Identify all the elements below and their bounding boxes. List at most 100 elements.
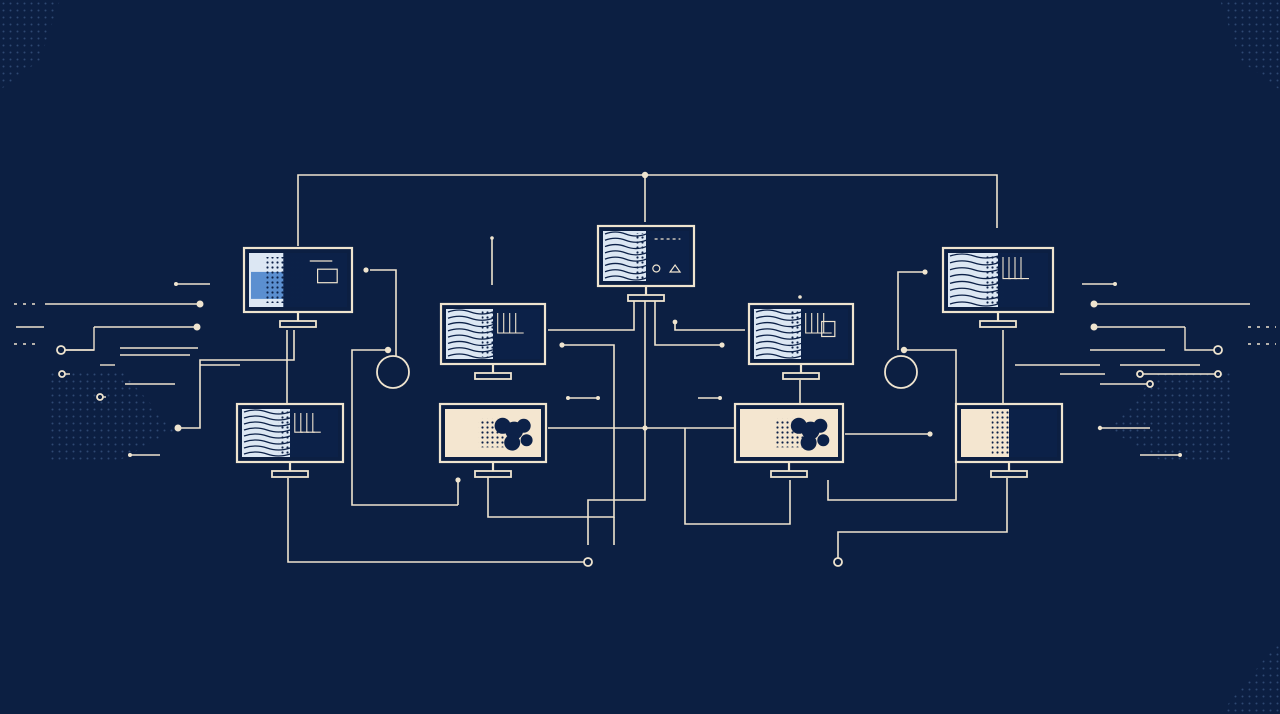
screen-dark-area: [801, 309, 848, 359]
screen-contour: [300, 413, 309, 433]
screen-contour: [1020, 257, 1029, 280]
screen-contour: [949, 301, 999, 307]
connection-line: [548, 301, 635, 331]
monitor-icon: [439, 302, 547, 380]
junction-dot-icon: [718, 396, 722, 400]
monitor-icon: [954, 402, 1064, 478]
junction-dot-icon: [1090, 300, 1098, 308]
screen-dark-area: [1009, 409, 1057, 457]
screen-contour: [509, 313, 518, 334]
screen-dots: [986, 255, 1006, 305]
screen-contour: [306, 413, 315, 433]
node-ring-icon: [96, 393, 104, 401]
monitors: [235, 224, 1064, 478]
monitor-icon: [438, 402, 548, 478]
dot-texture-left: [0, 0, 175, 460]
screen-contour: [312, 413, 321, 433]
screen-dark-area: [998, 253, 1048, 307]
junction-dot-icon: [672, 319, 678, 325]
screen-contour: [604, 275, 647, 281]
node-ring-icon: [1214, 370, 1222, 378]
junction-dot-icon: [927, 431, 933, 437]
screen-contour: [811, 313, 820, 334]
junction-dot-icon: [559, 342, 565, 348]
monitor-stand: [770, 470, 808, 478]
screen-dots: [263, 257, 303, 303]
monitor-stand: [474, 372, 512, 380]
screen-mark: [668, 263, 682, 273]
junction-dot-icon: [900, 346, 908, 354]
junction-dot-icon: [490, 236, 494, 240]
monitor-stand: [474, 470, 512, 478]
monitor-stand: [271, 470, 309, 478]
monitor-icon: [941, 246, 1055, 328]
screen-contour: [1002, 257, 1011, 280]
monitor-stand: [279, 320, 317, 328]
screen-mark: [317, 268, 338, 284]
screen-blob: [516, 418, 531, 433]
connection-lines: [178, 174, 1008, 563]
junction-dot-icon: [193, 323, 201, 331]
monitor-stand: [990, 470, 1028, 478]
screen-contour: [243, 451, 291, 457]
junction-dot-icon: [922, 269, 928, 275]
screen-contour: [497, 313, 506, 334]
screen-contour: [294, 413, 303, 433]
screen-contour: [755, 353, 802, 359]
screen-contour: [805, 313, 814, 334]
screen-blob: [817, 434, 830, 447]
screen-blob: [504, 434, 521, 451]
connection-line: [674, 322, 745, 331]
screen-contour: [1014, 257, 1023, 280]
junction-dot-icon: [642, 425, 648, 431]
monitor-icon: [235, 402, 345, 478]
side-stub-lines: [14, 283, 1276, 456]
stub-line: [1184, 327, 1218, 351]
junction-dot-icon: [1097, 425, 1103, 431]
screen-dots: [278, 411, 298, 455]
screen-contour: [447, 353, 494, 359]
connection-line: [684, 428, 791, 525]
screen-contour: [823, 313, 832, 334]
screen-mark: [821, 320, 836, 338]
screen-dark-area: [290, 409, 338, 457]
junction-dots: [56, 171, 1223, 567]
junction-dot-icon: [196, 300, 204, 308]
node-ring-icon: [376, 355, 410, 389]
connection-line: [287, 478, 588, 563]
screen-contour: [817, 313, 826, 334]
node-ring-icon: [56, 345, 66, 355]
junction-dot-icon: [1113, 282, 1117, 286]
screen-dots: [789, 311, 809, 357]
junction-dot-icon: [798, 295, 802, 299]
node-ring-icon: [884, 355, 918, 389]
junction-dot-icon: [174, 282, 178, 286]
connection-line: [837, 478, 1008, 562]
screen-blob: [813, 418, 828, 433]
monitor-stand: [979, 320, 1017, 328]
connection-line: [654, 301, 722, 346]
junction-dot-icon: [719, 342, 725, 348]
node-ring-icon: [58, 370, 66, 378]
junction-dot-icon: [566, 396, 570, 400]
monitor-icon: [596, 224, 696, 302]
junction-dot-icon: [641, 171, 649, 179]
node-ring-icon: [583, 557, 593, 567]
connection-line: [904, 349, 957, 403]
monitor-stand: [627, 294, 665, 302]
connection-line: [587, 428, 646, 545]
stub-line: [62, 327, 95, 351]
junction-dot-icon: [174, 424, 182, 432]
monitor-icon: [733, 402, 845, 478]
junction-dot-icon: [596, 396, 600, 400]
junction-dot-icon: [455, 477, 461, 483]
screen-mark: [652, 264, 661, 273]
connection-line: [827, 463, 957, 501]
screen-blob: [520, 434, 533, 447]
screen-dots: [635, 233, 653, 279]
monitor-icon: [747, 302, 855, 380]
node-ring-icon: [1136, 370, 1144, 378]
